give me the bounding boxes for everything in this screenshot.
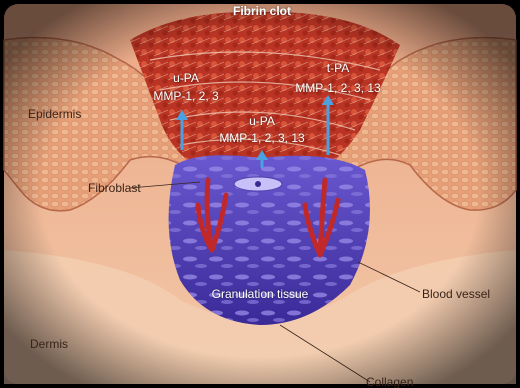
collagen-label: Collagen xyxy=(366,376,413,388)
granulation-tissue-label: Granulation tissue xyxy=(212,288,309,300)
center-mmp-label: MMP-1, 2, 3, 13 xyxy=(219,132,304,144)
left-mmp-label: MMP-1, 2, 3 xyxy=(153,90,218,102)
right-activator-label: t-PA xyxy=(327,62,349,74)
blood-vessel-label: Blood vessel xyxy=(422,288,490,300)
epidermis-label: Epidermis xyxy=(28,108,81,120)
left-activator-label: u-PA xyxy=(173,72,199,84)
dermis-label: Dermis xyxy=(30,338,68,350)
fibrin-clot-label: Fibrin clot xyxy=(233,5,291,17)
fibroblast-label: Fibroblast xyxy=(88,182,141,194)
center-activator-label: u-PA xyxy=(249,115,275,127)
right-mmp-label: MMP-1, 2, 3, 13 xyxy=(295,82,380,94)
